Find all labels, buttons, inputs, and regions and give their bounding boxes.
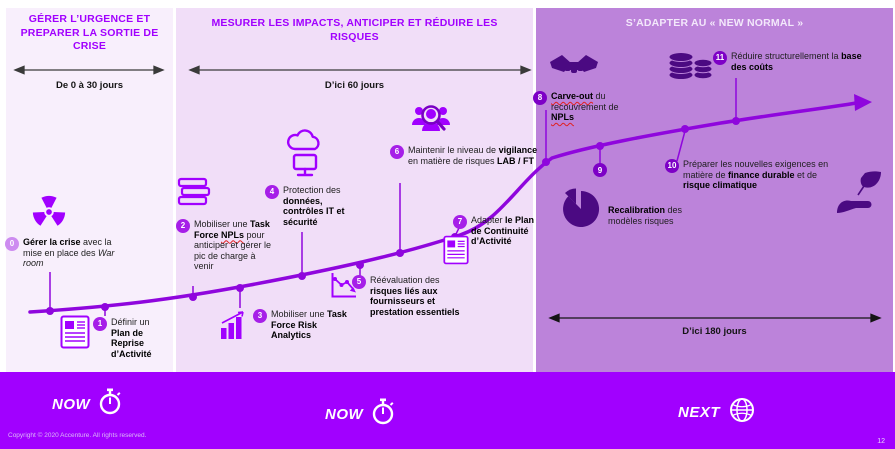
milestone-8: 8 Carve-out du recouvrement de NPLs: [533, 91, 639, 123]
milestone-8-seg2: du recouvrement de: [551, 91, 619, 112]
hand-leaf-icon: [835, 170, 883, 214]
milestone-4-seg2: données, contrôles IT et sécurité: [283, 195, 345, 227]
milestone-9-seg1: Recalibration: [608, 205, 666, 215]
phase-2-timeframe: D’ici 60 jours: [324, 80, 385, 91]
milestone-5-seg1: Réévaluation des: [370, 275, 440, 285]
handshake-icon: [549, 52, 599, 86]
milestone-5: 5 Réévaluation des risques liés aux four…: [352, 275, 474, 317]
milestone-1-text: Définir un Plan de Reprise d’Activité: [111, 317, 169, 359]
footer-now-1-label: NOW: [52, 395, 91, 413]
milestone-9: Recalibration des modèles risques: [608, 205, 690, 226]
milestone-7: 7 Adapter le Plan de Continuité d’Activi…: [453, 215, 537, 247]
pie-chart-icon: [557, 185, 601, 229]
milestone-3-seg1: Mobiliser une: [271, 309, 328, 319]
milestone-2-seg3: NPLs: [221, 229, 245, 240]
milestone-0: 0 Gérer la crise avec la mise en place d…: [5, 237, 117, 269]
phase-1-timeframe: De 0 à 30 jours: [55, 80, 124, 91]
milestone-4: 4 Protection des données, contrôles IT e…: [265, 185, 362, 227]
milestone-10-badge: 10: [665, 159, 679, 173]
milestone-3-text: Mobiliser une Task Force Risk Analytics: [271, 309, 350, 341]
milestone-6-seg1: Maintenir le niveau de: [408, 145, 499, 155]
milestone-9-text: Recalibration des modèles risques: [608, 205, 690, 226]
milestone-7-badge: 7: [453, 215, 467, 229]
milestone-2-seg2: Task Force: [194, 219, 270, 240]
milestone-1-seg2: Plan de Reprise d’Activité: [111, 327, 152, 359]
footer-now-phase-2: NOW: [325, 398, 395, 430]
footer-next-label: NEXT: [678, 403, 721, 421]
milestone-10-seg1: Préparer les nouvelles exigences en mati…: [683, 159, 829, 180]
milestone-4-badge: 4: [265, 185, 279, 199]
cloud-it-security-icon: [283, 128, 327, 178]
stopwatch-icon: [98, 388, 122, 420]
milestone-8-text: Carve-out du recouvrement de NPLs: [551, 91, 639, 123]
milestone-1-badge: 1: [93, 317, 107, 331]
milestone-8-badge: 8: [533, 91, 547, 105]
milestone-3-seg2: Task Force Risk Analytics: [271, 309, 347, 341]
milestone-10: 10 Préparer les nouvelles exigences en m…: [665, 159, 833, 191]
document-icon: [60, 315, 90, 349]
phase-3-timeframe: D’ici 180 jours: [682, 326, 747, 337]
milestone-11-text: Réduire structurellement la base des coû…: [731, 51, 871, 72]
footer-bar: NOW NOW NEXT: [0, 372, 895, 449]
milestone-8-seg1: Carve-out: [551, 91, 594, 101]
books-icon: [177, 177, 211, 207]
milestone-10-seg2: finance durable: [728, 169, 795, 180]
milestone-9-badge: 9: [593, 163, 607, 177]
milestone-2-text: Mobiliser une Task Force NPLs pour antic…: [194, 219, 273, 272]
milestone-2-seg4: pour anticiper et gérer le pic de charge…: [194, 229, 272, 272]
copyright-text: Copyright © 2020 Accenture. All rights r…: [8, 432, 147, 439]
milestone-5-seg2: risques liés aux fournisseurs et prestat…: [370, 285, 460, 317]
footer-now-phase-1: NOW: [52, 388, 122, 420]
milestone-6-seg3: en matière de risques: [408, 155, 498, 166]
milestone-9-seg2: des modèles risques: [608, 205, 683, 226]
milestone-5-badge: 5: [352, 275, 366, 289]
footer-next-phase-3: NEXT: [678, 396, 756, 428]
milestone-4-seg1: Protection des: [283, 185, 341, 195]
declining-chart-icon: [330, 271, 358, 299]
milestone-8-seg3: NPLs: [551, 112, 575, 123]
milestone-7-seg2: le Plan de Continuité d’Activité: [471, 215, 535, 247]
milestone-7-seg1: Adapter: [471, 215, 506, 225]
milestone-11-seg1: Réduire structurellement la: [731, 51, 842, 61]
milestone-6-seg4: LAB / FT: [497, 155, 535, 166]
milestone-1-seg1: Définir un: [111, 317, 150, 327]
milestone-0-seg2: avec la mise en place des: [23, 237, 112, 258]
bar-chart-growth-icon: [219, 311, 249, 341]
milestone-11-seg2: base des coûts: [731, 51, 862, 72]
milestone-6-seg2: vigilance: [498, 145, 538, 155]
milestone-0-seg1: Gérer la crise: [23, 237, 81, 247]
milestone-6-badge: 6: [390, 145, 404, 159]
milestone-3-badge: 3: [253, 309, 267, 323]
milestone-0-text: Gérer la crise avec la mise en place des…: [23, 237, 117, 269]
milestone-6-text: Maintenir le niveau de vigilance en mati…: [408, 145, 540, 166]
milestone-2: 2 Mobiliser une Task Force NPLs pour ant…: [176, 219, 273, 272]
milestone-7-text: Adapter le Plan de Continuité d’Activité: [471, 215, 537, 247]
milestone-11: 11 Réduire structurellement la base des …: [713, 51, 871, 72]
milestone-5-text: Réévaluation des risques liés aux fourni…: [370, 275, 474, 317]
milestone-10-seg3: et de: [794, 169, 818, 180]
globe-icon: [728, 396, 756, 428]
phase-1-title: GÉRER L’URGENCE ET PREPARER LA SORTIE DE…: [20, 13, 159, 53]
milestone-11-badge: 11: [713, 51, 727, 65]
milestone-2-seg1: Mobiliser une: [194, 219, 251, 229]
milestone-0-seg3: War room: [23, 247, 115, 269]
milestone-2-badge: 2: [176, 219, 190, 233]
milestone-3: 3 Mobiliser une Task Force Risk Analytic…: [253, 309, 350, 341]
people-magnifier-icon: [409, 101, 453, 141]
milestone-0-badge: 0: [5, 237, 19, 251]
milestone-4-text: Protection des données, contrôles IT et …: [283, 185, 362, 227]
page-number: 12: [877, 438, 885, 445]
coins-icon: [665, 42, 713, 82]
phase-3-title: S’ADAPTER AU « NEW NORMAL »: [625, 17, 804, 29]
milestone-1: 1 Définir un Plan de Reprise d’Activité: [93, 317, 169, 359]
milestone-10-seg4: risque climatique: [683, 180, 758, 191]
stopwatch-icon: [371, 398, 395, 430]
phase-2-title: MESURER LES IMPACTS, ANTICIPER ET RÉDUIR…: [211, 17, 498, 43]
milestone-10-text: Préparer les nouvelles exigences en mati…: [683, 159, 833, 191]
radiation-icon: [30, 193, 68, 231]
document-icon: [443, 235, 469, 265]
footer-now-2-label: NOW: [325, 405, 364, 423]
milestone-6: 6 Maintenir le niveau de vigilance en ma…: [390, 145, 540, 166]
